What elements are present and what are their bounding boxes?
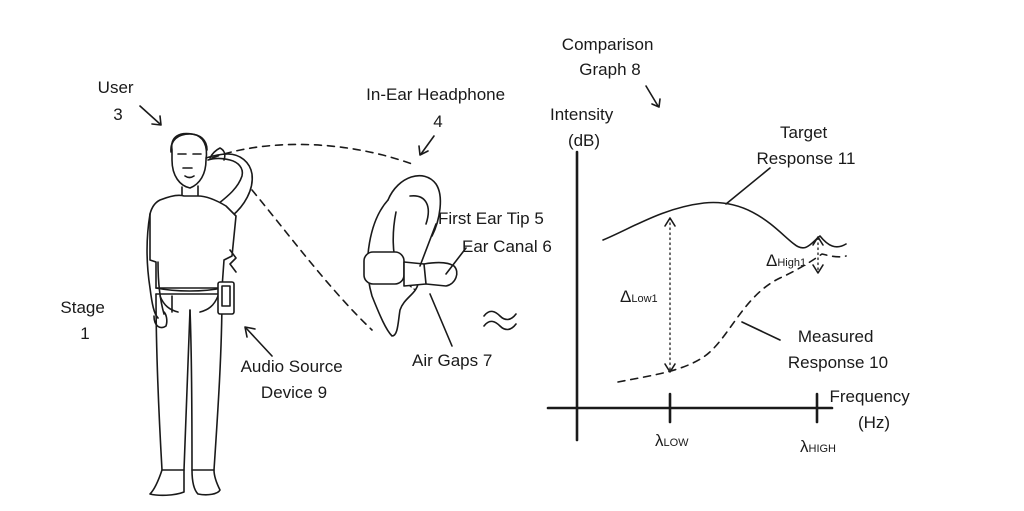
user-figure	[146, 132, 254, 497]
measured-response-curve	[617, 253, 847, 383]
x-axis-unit: (Hz)	[858, 413, 890, 432]
svg-text:Target Response 11: Target Response 11	[757, 123, 856, 168]
y-axis-label: Intensity	[550, 105, 614, 124]
user-label: User	[98, 78, 134, 97]
user-number: 3	[113, 105, 122, 124]
connector-arc-upper	[211, 143, 413, 165]
y-axis-unit: (dB)	[568, 131, 600, 150]
target-response-number: Response 11	[757, 149, 856, 168]
svg-text:In-Ear Headphone 4: In-Ear Headphone 4	[366, 85, 510, 131]
stage-label: Stage	[60, 298, 104, 317]
stage-number: 1	[80, 324, 89, 343]
approx-symbol	[483, 310, 517, 331]
delta-high-dimension	[812, 236, 824, 274]
graph-label: Comparison	[562, 35, 654, 54]
comparison-graph	[546, 150, 847, 442]
lambda-low-label: λLOW	[655, 431, 689, 450]
ear-with-headphone	[363, 174, 458, 337]
measured-response-number: Response 10	[788, 353, 888, 372]
target-response-label: Target	[780, 123, 828, 142]
leader-lines	[139, 85, 781, 357]
graph-number: Graph 8	[579, 60, 640, 79]
svg-text:User 3: User 3	[98, 78, 139, 124]
svg-text:Intensity (dB): Intensity (dB)	[550, 105, 618, 150]
svg-text:Stage 1: Stage 1	[60, 298, 109, 343]
air-gaps-label: Air Gaps 7	[412, 351, 492, 370]
x-axis-label: Frequency	[829, 387, 910, 406]
connector-arc-lower	[251, 189, 373, 331]
delta-low-label: ΔLow1	[620, 287, 658, 306]
audio-source-number: Device 9	[261, 383, 327, 402]
audio-source-label: Audio Source	[241, 357, 343, 376]
measured-response-label: Measured	[798, 327, 874, 346]
lambda-high-label: λHIGH	[800, 437, 836, 456]
target-response-curve	[602, 201, 847, 249]
first-ear-tip-label: First Ear Tip 5	[438, 209, 544, 228]
svg-text:Frequency (Hz): Frequency (Hz)	[829, 387, 914, 432]
svg-text:Comparison Graph 8: Comparison Graph 8	[562, 35, 658, 79]
delta-high-label: ΔHigh1	[766, 251, 806, 270]
ear-canal-label: Ear Canal 6	[462, 237, 552, 256]
headphone-number: 4	[433, 112, 442, 131]
headphone-label: In-Ear Headphone	[366, 85, 505, 104]
svg-text:Measured Response 10: Measured Response 10	[788, 327, 888, 372]
svg-text:Audio Source Device 9: Audio Source Device 9	[241, 357, 348, 402]
delta-low-dimension	[664, 217, 676, 373]
